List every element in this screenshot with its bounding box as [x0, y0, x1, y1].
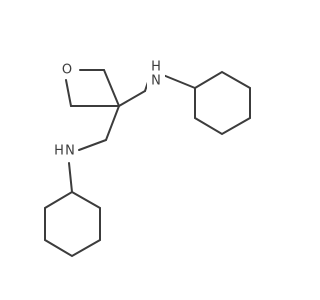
amine-lower-label-bg	[52, 142, 78, 160]
bond-c3-ch2-upper	[118, 90, 146, 107]
molecule-diagram: O H N H N	[44, 60, 251, 258]
amine-lower-nitrogen: N	[65, 144, 75, 159]
amine-upper-label-bg	[147, 62, 165, 90]
oxygen-label: O	[62, 63, 72, 78]
oxygen-label-bg	[60, 62, 74, 78]
cyclohexane-ring-lower	[44, 190, 101, 258]
amine-upper: H N	[147, 60, 165, 90]
amine-upper-hydrogen: H	[151, 60, 161, 75]
bond-ch2b-o	[65, 79, 72, 107]
amine-upper-nitrogen: N	[151, 74, 161, 89]
bond-n-upper-cy	[162, 74, 196, 89]
bond-ch2a-c3	[103, 69, 120, 107]
cyclohexane-upper-right	[194, 70, 251, 136]
bond-n-lower-cy	[68, 162, 73, 193]
cyclohexane-ring-upper	[194, 70, 251, 136]
bond-c3-ch2-lower	[105, 105, 120, 141]
bond-ch2-lower-n	[78, 139, 107, 151]
amine-lower: H N	[52, 142, 78, 160]
oxetane-ring	[65, 69, 120, 107]
cyclohexane-lower-left	[44, 190, 101, 258]
oxygen-atom: O	[60, 62, 74, 78]
amine-lower-hydrogen: H	[54, 144, 64, 159]
